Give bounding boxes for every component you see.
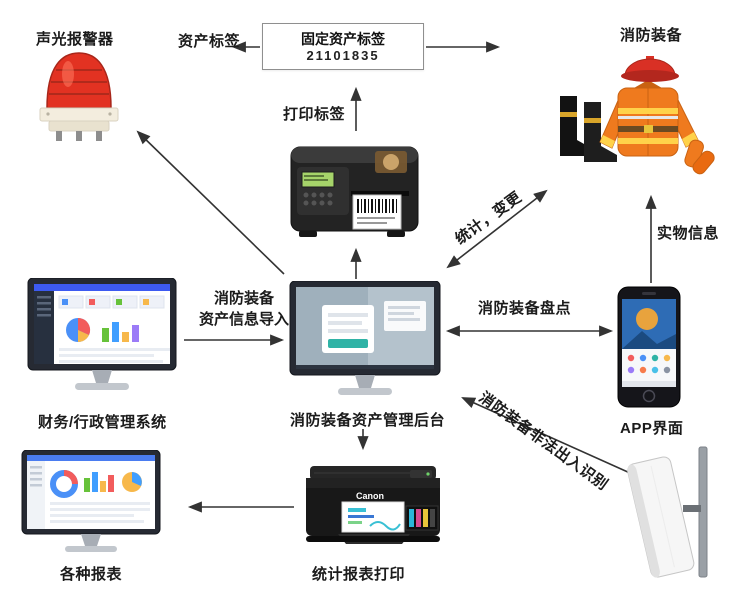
finance-monitor-icon: [27, 277, 177, 390]
rfid-antenna-device: [623, 443, 720, 583]
app-ui-label: APP界面: [620, 420, 684, 437]
backend-monitor-icon: [289, 280, 441, 395]
asset-tag-number: 21101835: [306, 47, 380, 63]
report-printer-icon: Canon: [306, 466, 440, 544]
asset-tag-label: 资产标签: [178, 33, 241, 50]
asset-import-label: 消防装备 资产信息导入: [185, 288, 303, 330]
alarm-beacon-icon: [39, 52, 119, 141]
printer-brand-text: Canon: [356, 491, 384, 501]
label-printer-device: [287, 133, 423, 245]
finance-system-device: [26, 277, 178, 396]
fire-gear-icon: [560, 56, 715, 175]
alarm-label: 声光报警器: [36, 31, 114, 48]
finance-system-label: 财务/行政管理系统: [38, 414, 167, 431]
stats-change-label: 统计，变更: [452, 188, 525, 248]
app-phone-device: [617, 286, 681, 408]
label-printer-icon: [290, 146, 419, 237]
arrow-backend-to-alarm: [136, 130, 285, 275]
print-label-label: 打印标签: [283, 106, 346, 123]
reports-monitor-icon: [21, 449, 161, 552]
fire-gear-device: [548, 46, 715, 188]
illegal-access-label: 消防装备非法出入识别: [475, 388, 612, 494]
reports-label: 各种报表: [60, 566, 123, 583]
alarm-beacon-device: [32, 48, 127, 148]
fire-equipment-label: 消防装备: [620, 27, 683, 44]
asset-tag-title: 固定资产标签: [301, 30, 385, 47]
report-printer-device: Canon: [298, 450, 450, 558]
app-phone-icon: [617, 286, 681, 408]
reports-device: [20, 449, 162, 558]
rfid-antenna-icon: [627, 446, 708, 578]
fixed-asset-tag-box: 固定资产标签 21101835: [262, 23, 424, 70]
backend-system-device: [288, 280, 442, 403]
asset-import-line1: 消防装备: [213, 290, 274, 307]
report-print-label: 统计报表打印: [312, 566, 406, 583]
physical-info-label: 实物信息: [657, 225, 720, 242]
inventory-label: 消防装备盘点: [478, 300, 572, 317]
asset-import-line2: 资产信息导入: [198, 311, 289, 328]
backend-label: 消防装备资产管理后台: [290, 412, 446, 429]
